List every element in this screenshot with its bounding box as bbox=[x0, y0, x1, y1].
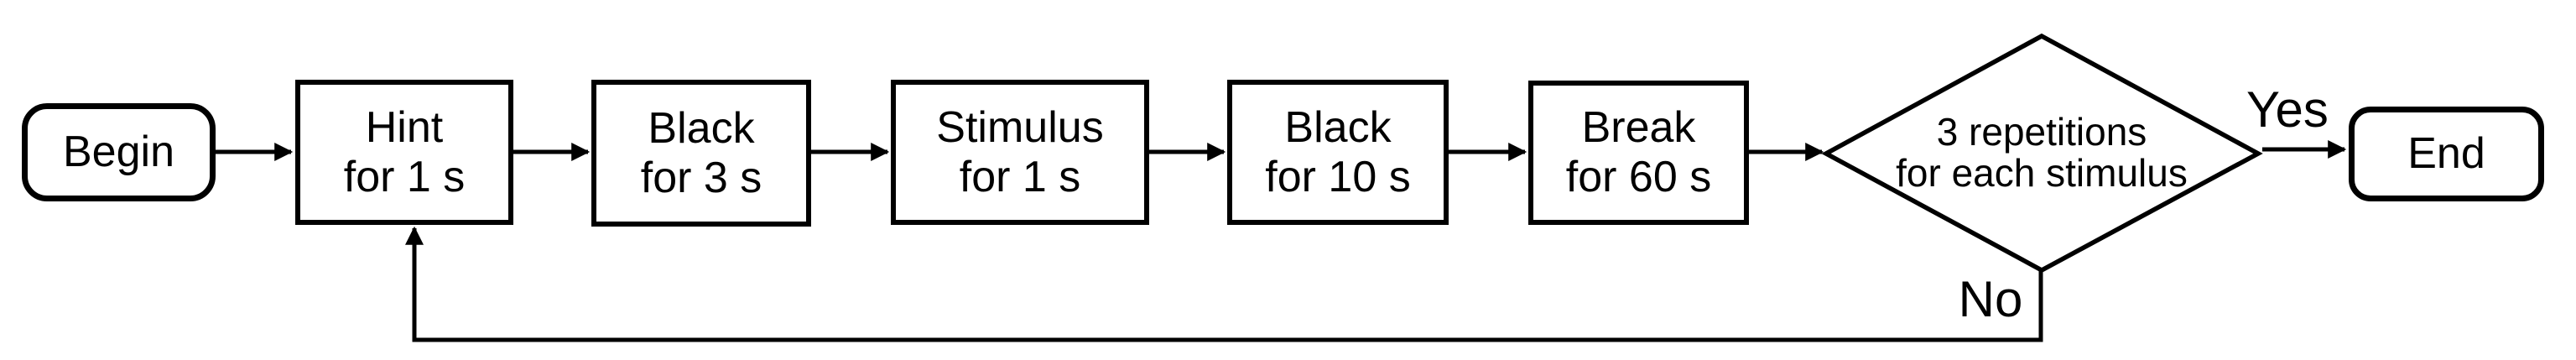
node-begin-label: Begin bbox=[63, 128, 174, 177]
node-black-3s-label: Black for 3 s bbox=[640, 103, 762, 202]
node-stimulus-label: Stimulus for 1 s bbox=[936, 102, 1104, 201]
node-black-10s: Black for 10 s bbox=[1227, 80, 1449, 225]
node-end: End bbox=[2349, 107, 2544, 201]
node-break: Break for 60 s bbox=[1528, 81, 1749, 225]
node-stimulus: Stimulus for 1 s bbox=[891, 80, 1149, 225]
node-black-3s: Black for 3 s bbox=[591, 80, 811, 227]
node-break-label: Break for 60 s bbox=[1565, 103, 1712, 201]
node-decision-label: 3 repetitions for each stimulus bbox=[1896, 110, 2188, 195]
node-black-10s-label: Black for 10 s bbox=[1265, 102, 1411, 201]
edge-label-yes: Yes bbox=[2246, 81, 2329, 138]
edge-label-no: No bbox=[1958, 270, 2023, 327]
edge-decision-hint-no bbox=[405, 226, 2043, 342]
node-decision bbox=[1821, 33, 2263, 274]
node-hint-label: Hint for 1 s bbox=[343, 102, 466, 201]
node-begin: Begin bbox=[22, 103, 216, 201]
node-hint: Hint for 1 s bbox=[295, 80, 513, 225]
node-end-label: End bbox=[2407, 129, 2485, 179]
